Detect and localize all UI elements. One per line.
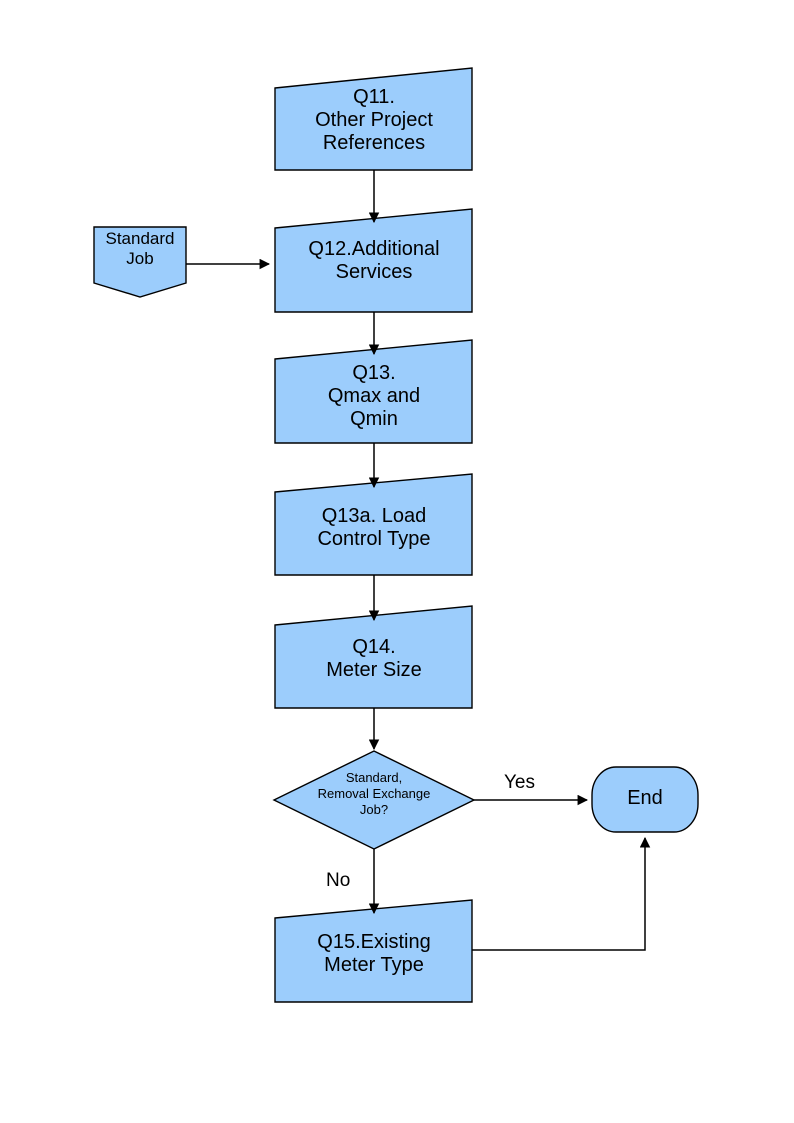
node-q12[interactable] — [274, 208, 473, 313]
node-decision-standard-removal-exchange[interactable] — [272, 750, 476, 850]
edge-label-yes: Yes — [504, 772, 535, 793]
node-standard-job[interactable] — [93, 226, 187, 298]
edge-label-no: No — [326, 870, 351, 891]
node-q14[interactable] — [274, 605, 473, 709]
node-q15[interactable] — [274, 899, 473, 1003]
edge-q15-to-end — [472, 836, 651, 951]
node-q13a[interactable] — [274, 473, 473, 576]
node-q11[interactable] — [274, 67, 473, 171]
node-end[interactable] — [591, 766, 699, 833]
node-q13[interactable] — [274, 339, 473, 444]
